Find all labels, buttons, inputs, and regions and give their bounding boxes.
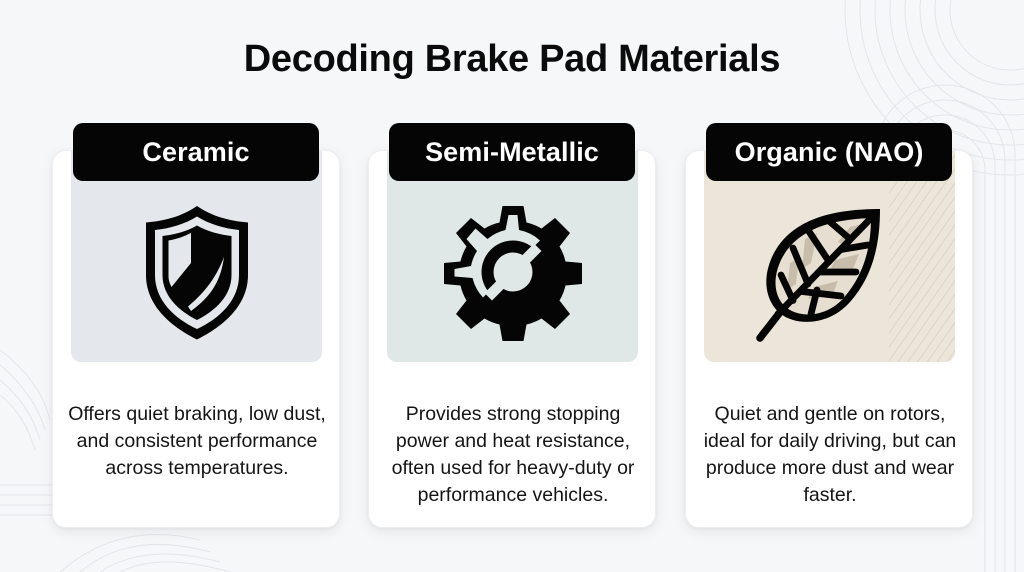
card-semi-metallic: Semi-Metallic Provides strong stopping p…	[368, 123, 656, 528]
image-panel-organic	[704, 151, 955, 362]
card-ceramic: Ceramic Offers quiet braking, low dust, …	[52, 123, 340, 528]
material-label-ceramic: Ceramic	[73, 123, 319, 181]
page-title: Decoding Brake Pad Materials	[243, 38, 781, 80]
description-organic: Quiet and gentle on rotors, ideal for da…	[703, 403, 957, 506]
material-label-organic: Organic (NAO)	[706, 123, 952, 181]
description-semi-metallic: Provides strong stopping power and heat …	[391, 403, 635, 506]
image-panel-ceramic	[71, 151, 322, 362]
gear-icon	[443, 205, 582, 341]
material-label-semi-metallic: Semi-Metallic	[389, 123, 635, 181]
stripe-pattern	[889, 151, 955, 362]
card-organic-nao: Organic (NAO) Quiet and gentle on rotors…	[685, 123, 973, 528]
shield-icon	[145, 205, 248, 339]
description-ceramic: Offers quiet braking, low dust, and cons…	[68, 403, 326, 479]
image-panel-semi-metallic	[387, 151, 638, 362]
leaf-icon	[755, 208, 880, 342]
